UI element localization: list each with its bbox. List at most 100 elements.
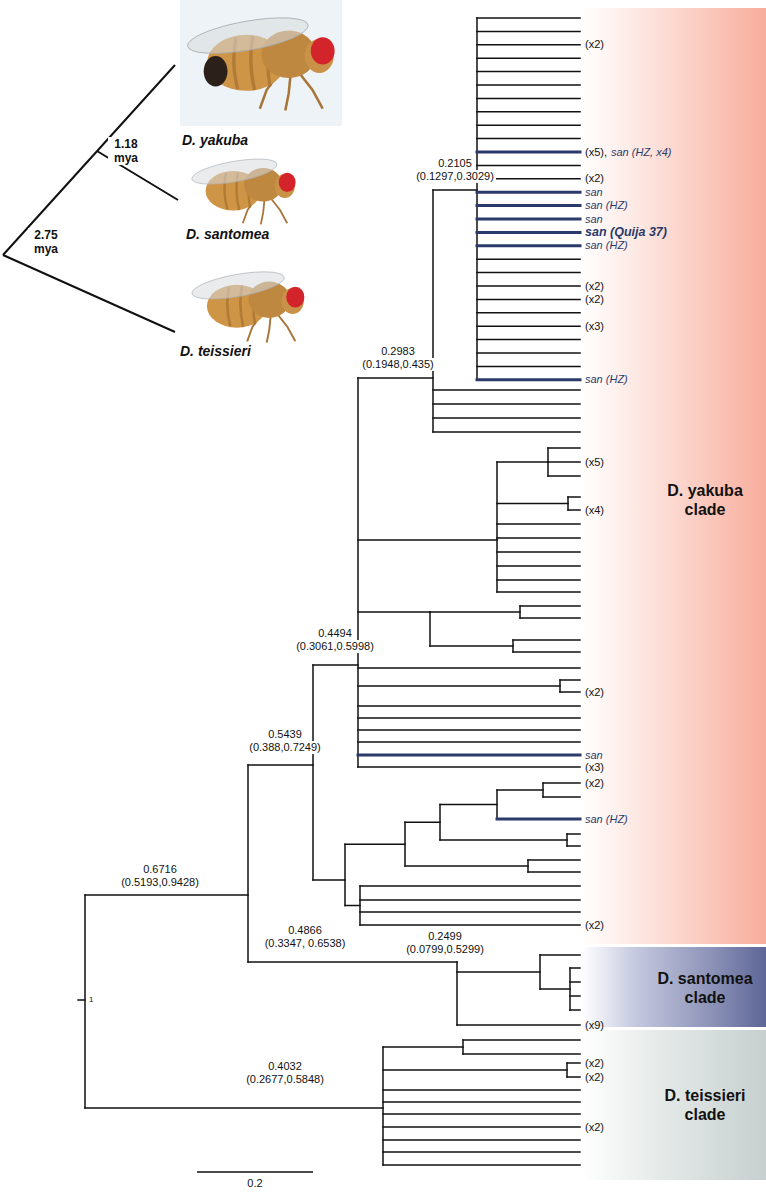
tip-count: (x2) bbox=[585, 1057, 604, 1070]
tree-branch bbox=[497, 461, 548, 463]
tree-branch bbox=[497, 523, 580, 525]
tree-branch bbox=[560, 679, 580, 681]
support-value: 0.2983 bbox=[379, 345, 417, 358]
tip-count: (x2) bbox=[585, 1071, 604, 1084]
support-value: (0.1297,0.3029) bbox=[414, 170, 496, 183]
species-name: D. teissieri bbox=[180, 343, 251, 359]
tree-branch bbox=[360, 911, 580, 913]
tree-branch bbox=[85, 894, 248, 896]
tree-branch bbox=[358, 729, 580, 731]
tree-branch bbox=[405, 865, 528, 867]
tip-count: (x2) bbox=[585, 919, 604, 932]
tree-branch bbox=[496, 462, 498, 592]
tree-branch bbox=[358, 377, 433, 379]
clade-name: D. yakuba clade bbox=[649, 481, 761, 519]
tree-branch bbox=[430, 611, 520, 613]
santomea-tip-label: san bbox=[585, 213, 603, 226]
tree-branch bbox=[383, 1089, 580, 1091]
tree-branch bbox=[548, 475, 580, 477]
tip-count: (x4) bbox=[585, 504, 604, 517]
tree-branch bbox=[433, 189, 477, 191]
species-tree bbox=[3, 65, 178, 332]
tree-branch bbox=[383, 1139, 580, 1141]
tree-branch bbox=[463, 1039, 580, 1041]
clade-band: D. santomea clade bbox=[582, 947, 766, 1027]
support-value: (0.2677,0.5848) bbox=[244, 1073, 326, 1086]
tree-branch bbox=[383, 1069, 567, 1071]
tree-branch bbox=[313, 879, 345, 881]
tree-branch bbox=[383, 1126, 580, 1128]
tree-branch bbox=[497, 789, 543, 791]
tree-branch bbox=[248, 764, 313, 766]
clade-band: D. yakuba clade bbox=[582, 8, 766, 944]
tree-branch bbox=[433, 389, 580, 391]
scale-bar bbox=[197, 1171, 313, 1173]
tree-branch bbox=[344, 844, 346, 905]
tree-branch bbox=[568, 509, 580, 511]
tree-branch bbox=[540, 954, 580, 956]
tree-branch bbox=[78, 999, 85, 1001]
clade-band: D. teissieri clade bbox=[582, 1030, 766, 1180]
santomea-tip-label: san bbox=[585, 749, 603, 762]
tip-count: (x2) bbox=[585, 280, 604, 293]
santomea-fly bbox=[190, 154, 296, 224]
tree-branch bbox=[567, 1076, 580, 1078]
tree-branch bbox=[360, 924, 580, 926]
tree-branch bbox=[497, 565, 580, 567]
tree-branch bbox=[477, 325, 580, 327]
tree-branch bbox=[477, 111, 580, 113]
tree-branch bbox=[548, 461, 580, 463]
tree-branch bbox=[383, 1101, 580, 1103]
tree-branch bbox=[570, 995, 580, 997]
tree-branch bbox=[463, 1053, 580, 1055]
clade-name: D. santomea clade bbox=[649, 969, 761, 1007]
tree-branch bbox=[84, 895, 86, 1108]
support-value: (0.388,0.7249) bbox=[247, 741, 323, 754]
tree-branch bbox=[477, 258, 580, 260]
tree-branch bbox=[357, 378, 359, 767]
tree-branch bbox=[358, 685, 560, 687]
yakuba-fly bbox=[185, 11, 334, 111]
tree-branch bbox=[570, 967, 580, 969]
santomea-tip-label: san (HZ) bbox=[585, 239, 628, 252]
santomea-branch bbox=[497, 818, 580, 821]
tree-branch bbox=[477, 84, 580, 86]
tip-count: (x3) bbox=[585, 320, 604, 333]
species-name: D. yakuba bbox=[182, 132, 248, 148]
tip-count: (x2) bbox=[585, 1121, 604, 1134]
santomea-tip-label: san (HZ) bbox=[585, 199, 628, 212]
santomea-tip-label: san bbox=[585, 186, 603, 199]
tree-branch bbox=[477, 312, 580, 314]
tree-branch bbox=[477, 272, 580, 274]
divergence-time: 1.18 mya bbox=[108, 137, 144, 165]
santomea-branch bbox=[477, 191, 580, 194]
tree-branch bbox=[440, 804, 497, 806]
tree-branch bbox=[477, 124, 580, 126]
tree-branch bbox=[433, 431, 580, 433]
tree-branch bbox=[477, 339, 580, 341]
tree-branch bbox=[457, 1024, 580, 1026]
tree-branch bbox=[440, 839, 567, 841]
tree-branch bbox=[477, 299, 580, 301]
tree-branch bbox=[360, 899, 580, 901]
tree-branch bbox=[405, 822, 440, 824]
tip-count: (x2) bbox=[585, 293, 604, 306]
species-name: D. santomea bbox=[186, 226, 269, 242]
santomea-branch bbox=[477, 231, 580, 234]
tree-branch bbox=[477, 366, 580, 368]
tip-count: (x5) bbox=[585, 456, 604, 469]
root-support: 1 bbox=[89, 995, 93, 1005]
tree-branch bbox=[567, 1062, 580, 1064]
tree-branch bbox=[548, 447, 580, 449]
santomea-tip-label: san (HZ) bbox=[585, 813, 628, 826]
santomea-branch bbox=[477, 151, 580, 154]
tree-branch bbox=[477, 138, 580, 140]
tree-branch bbox=[477, 98, 580, 100]
tree-branch bbox=[513, 639, 580, 641]
tree-branch bbox=[358, 717, 580, 719]
tip-count: (x2) bbox=[585, 777, 604, 790]
tree-branch bbox=[497, 503, 568, 505]
tree-branch bbox=[358, 667, 580, 669]
tree-branch bbox=[430, 645, 513, 647]
tip-count: (x2) bbox=[585, 38, 604, 51]
